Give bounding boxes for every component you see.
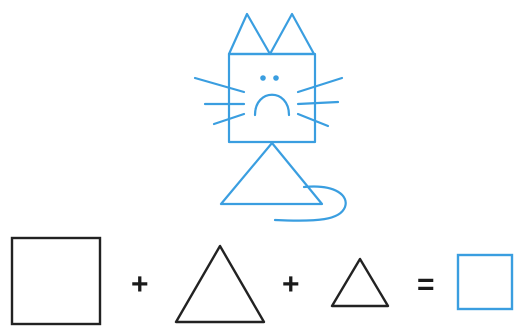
big-triangle — [176, 246, 264, 322]
small-triangle — [332, 259, 388, 306]
cat-whisker-right-1 — [298, 78, 342, 92]
cat-left-ear — [229, 14, 270, 54]
cat-whisker-right-2 — [298, 102, 338, 104]
equation-row: + + = — [12, 238, 512, 324]
plus-operator-1: + — [131, 268, 149, 301]
cat-right-eye — [273, 75, 279, 81]
big-square — [12, 238, 100, 324]
cat-left-eye — [260, 75, 266, 81]
cat-body-triangle — [221, 143, 322, 204]
cat-figure — [195, 14, 346, 221]
cat-whisker-right-3 — [298, 114, 328, 126]
cat-sad-mouth — [255, 95, 289, 115]
plus-operator-2: + — [282, 268, 300, 301]
equals-operator: = — [417, 268, 435, 301]
cat-whisker-left-1 — [195, 78, 244, 92]
cat-head-square — [229, 54, 315, 142]
answer-box[interactable] — [458, 255, 512, 309]
cat-right-ear — [270, 14, 314, 54]
